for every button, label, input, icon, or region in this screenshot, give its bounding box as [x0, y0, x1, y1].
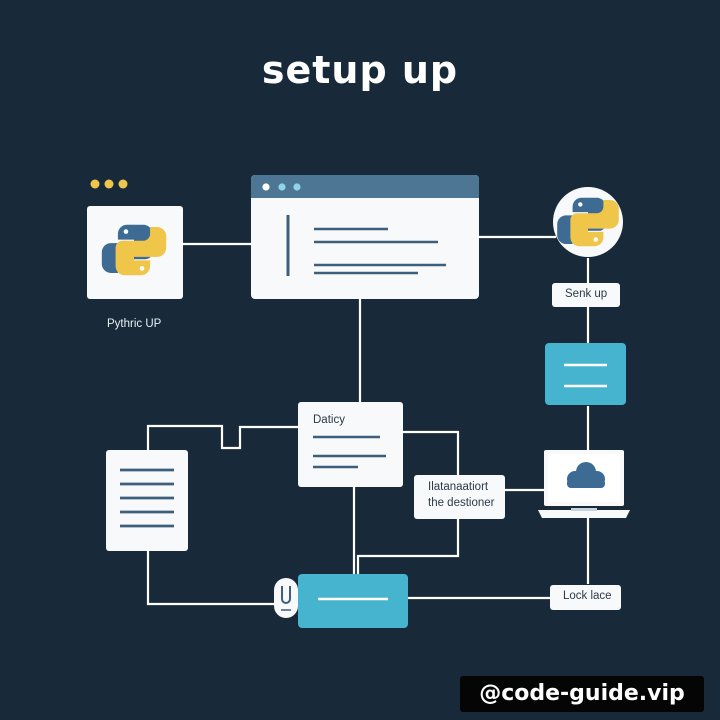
- daticy-card: [298, 402, 403, 487]
- watermark: @code-guide.vip: [460, 676, 704, 712]
- laptop-icon: [538, 450, 630, 518]
- python-card: [87, 206, 183, 299]
- cloud-icon: [567, 462, 605, 488]
- teal-bar-bottom: [298, 574, 408, 628]
- python-caption: Pythric UP: [107, 318, 162, 330]
- lock-lace-box: [550, 585, 621, 610]
- data-label-line2: the destioner: [428, 497, 495, 509]
- data-label-line1: Ilatanaatiort: [428, 481, 489, 493]
- mouse-icon: [274, 578, 298, 618]
- document-card: [106, 450, 188, 551]
- python-circle: [553, 187, 623, 257]
- editor-window: [251, 175, 479, 299]
- send-up-box: [552, 283, 620, 307]
- lock-lace-label: Lock lace: [563, 590, 612, 602]
- dots-icon: [90, 179, 128, 189]
- diagram-title: setup up: [261, 48, 459, 92]
- teal-box-right: [545, 343, 626, 405]
- connectors: [146, 235, 590, 606]
- send-up-label: Senk up: [565, 288, 608, 300]
- data-label-box: [414, 475, 505, 519]
- daticy-label: Daticy: [313, 414, 345, 426]
